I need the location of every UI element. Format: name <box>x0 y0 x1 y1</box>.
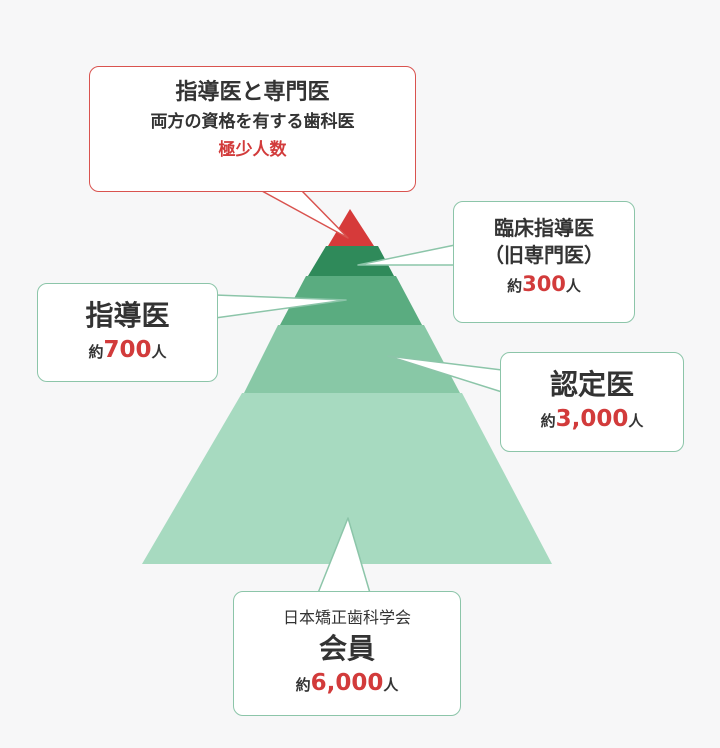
rinsho-callout-subtitle: （旧専門医） <box>484 243 604 267</box>
rinsho-callout-title: 臨床指導医 <box>494 216 594 240</box>
pyramid-level-shido <box>280 276 422 325</box>
member-count-suffix: 人 <box>383 675 399 694</box>
rinsho-count-number: 300 <box>522 272 566 296</box>
shido-callout-title: 指導医 <box>85 299 170 332</box>
pyramid-level-rinsho <box>308 246 394 276</box>
nintei-count-prefix: 約 <box>540 412 556 430</box>
pyramid-level-member <box>142 393 552 564</box>
pyramid-level-nintei <box>244 325 460 393</box>
top-callout: 指導医と専門医 両方の資格を有する歯科医 極少人数 <box>89 66 416 192</box>
shido-count-suffix: 人 <box>151 343 167 361</box>
member-count-prefix: 約 <box>295 675 311 694</box>
member-callout-title: 会員 <box>318 631 375 665</box>
member-count-number: 6,000 <box>310 669 384 696</box>
rinsho-callout: 臨床指導医 （旧専門医） 約300人 <box>453 201 635 323</box>
nintei-count-suffix: 人 <box>628 412 644 430</box>
member-callout-count: 約6,000人 <box>234 670 460 696</box>
rinsho-count-prefix: 約 <box>507 277 523 295</box>
top-box-pointer <box>261 190 349 239</box>
top-callout-title: 指導医と専門医 <box>175 80 330 105</box>
top-callout-subtitle: 両方の資格を有する歯科医 <box>150 111 355 132</box>
nintei-callout-title: 認定医 <box>549 368 634 401</box>
nintei-count-number: 3,000 <box>555 406 629 432</box>
shido-count-prefix: 約 <box>88 343 104 361</box>
shido-callout-count: 約700人 <box>38 337 217 363</box>
pyramid-apex <box>328 209 374 246</box>
shido-count-number: 700 <box>103 337 152 363</box>
member-callout-subtitle: 日本矯正歯科学会 <box>282 608 411 627</box>
rinsho-callout-count: 約300人 <box>454 272 634 296</box>
top-callout-highlight: 極少人数 <box>218 139 287 160</box>
member-callout: 日本矯正歯科学会 会員 約6,000人 <box>233 591 461 716</box>
nintei-callout: 認定医 約3,000人 <box>500 352 684 452</box>
nintei-callout-count: 約3,000人 <box>501 406 683 432</box>
rinsho-count-suffix: 人 <box>565 277 581 295</box>
shido-callout: 指導医 約700人 <box>37 283 218 382</box>
